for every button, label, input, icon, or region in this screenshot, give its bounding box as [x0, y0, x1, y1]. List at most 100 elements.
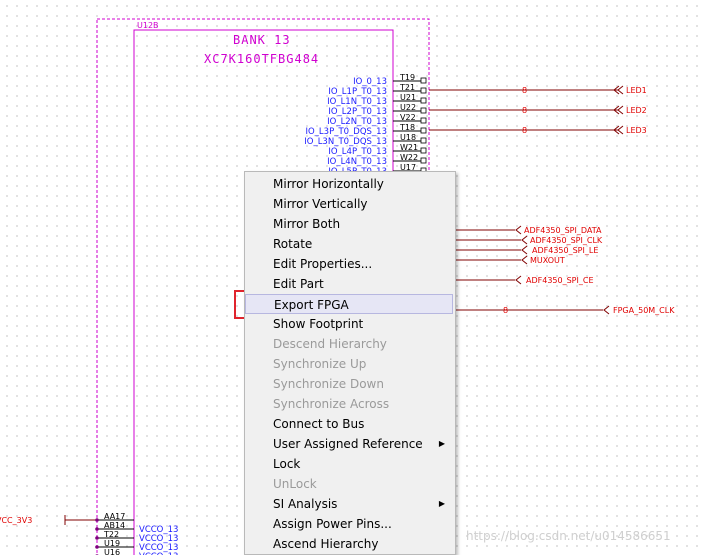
net-label-led2[interactable]: LED2	[626, 106, 647, 115]
pin-name-label: IO_L2P_T0_13	[328, 107, 387, 117]
submenu-arrow-icon: ▶	[438, 439, 445, 448]
menu-item-mirror-vertically[interactable]: Mirror Vertically	[245, 194, 453, 214]
menu-item-lock[interactable]: Lock	[245, 454, 453, 474]
menu-item-label: Synchronize Across	[273, 397, 390, 411]
watermark: https://blog.csdn.net/u014586651	[466, 529, 671, 543]
pin-name-label: IO_L1N_T0_13	[327, 97, 387, 107]
menu-item-label: Rotate	[273, 237, 313, 251]
menu-item-label: Assign Power Pins...	[273, 517, 392, 531]
connector-spi-ce[interactable]	[515, 275, 522, 285]
connector-led2[interactable]	[617, 105, 624, 115]
menu-item-si-analysis[interactable]: SI Analysis▶	[245, 494, 453, 514]
connector-led3[interactable]	[617, 125, 624, 135]
pin-number-label: U17	[400, 163, 416, 172]
net-label-spi-ce[interactable]: ADF4350_SPI_CE	[526, 276, 594, 285]
pin-number-label: W21	[400, 143, 418, 152]
pin-connection-square[interactable]	[420, 87, 427, 94]
pin-connection-square[interactable]	[420, 77, 427, 84]
pin-number-label: U21	[400, 93, 416, 102]
pin-connection-square[interactable]	[420, 97, 427, 104]
menu-item-assign-power-pins[interactable]: Assign Power Pins...	[245, 514, 453, 534]
menu-item-edit-properties[interactable]: Edit Properties...	[245, 254, 453, 274]
menu-item-edit-part[interactable]: Edit Part	[245, 274, 453, 294]
menu-item-ascend-hierarchy[interactable]: Ascend Hierarchy	[245, 534, 453, 554]
net-label-spi-data[interactable]: ADF4350_SPI_DATA	[524, 226, 602, 235]
connector-led1-b	[613, 85, 620, 95]
menu-item-synchronize-across[interactable]: Synchronize Across	[245, 394, 453, 414]
menu-item-label: Edit Part	[273, 277, 324, 291]
connector-fpga-clk[interactable]	[603, 305, 610, 315]
part-number: XC7K160TFBG484	[204, 52, 319, 66]
pin-name-label: IO_L2N_T0_13	[327, 117, 387, 127]
menu-item-mirror-both[interactable]: Mirror Both	[245, 214, 453, 234]
junction-dot	[95, 518, 99, 522]
pin-connection-square[interactable]	[420, 157, 427, 164]
pin-connection-square[interactable]	[420, 147, 427, 154]
menu-item-connect-to-bus[interactable]: Connect to Bus	[245, 414, 453, 434]
connector-spi-clk[interactable]	[521, 235, 528, 245]
pin-number-label: T21	[399, 83, 415, 92]
menu-item-label: SI Analysis	[273, 497, 338, 511]
connector-muxout[interactable]	[521, 255, 528, 265]
bus-width-mark: 8	[522, 86, 527, 95]
pin-name-label: IO_0_13	[353, 77, 387, 87]
pin-name-label: VCCO_13	[139, 525, 178, 535]
menu-item-label: Descend Hierarchy	[273, 337, 387, 351]
part-outline-dashed[interactable]	[96, 18, 430, 555]
net-label-led3[interactable]: LED3	[626, 126, 647, 135]
connector-led3-b	[613, 125, 620, 135]
net-label-fpga-clk[interactable]: FPGA_50M_CLK	[613, 306, 675, 315]
menu-item-label: Edit Properties...	[273, 257, 373, 271]
pin-name-label: VCCO_13	[139, 552, 178, 555]
pin-connection-square[interactable]	[420, 127, 427, 134]
net-label-led1[interactable]: LED1	[626, 86, 647, 95]
pin-number-label: U19	[104, 539, 120, 548]
menu-item-user-assigned-reference[interactable]: User Assigned Reference ▶	[245, 434, 453, 454]
junction-dot	[95, 536, 99, 540]
menu-item-label: Export FPGA	[274, 298, 349, 312]
menu-item-label: Show Footprint	[273, 317, 364, 331]
wire-group	[64, 89, 618, 525]
pin-number-label: V22	[400, 113, 416, 122]
connector-led1[interactable]	[617, 85, 624, 95]
menu-item-mirror-horizontally[interactable]: Mirror Horizontally	[245, 174, 453, 194]
connector-spi-le[interactable]	[521, 245, 528, 255]
pin-number-label: T18	[399, 123, 415, 132]
pin-connection-square[interactable]	[420, 117, 427, 124]
menu-item-synchronize-up[interactable]: Synchronize Up	[245, 354, 453, 374]
menu-item-label: Connect to Bus	[273, 417, 365, 431]
net-label-spi-le[interactable]: ADF4350_SPI_LE	[532, 246, 598, 255]
connector-group	[515, 85, 624, 315]
pin-number-label: W22	[400, 153, 418, 162]
menu-item-export-fpga[interactable]: Export FPGA	[245, 294, 453, 314]
menu-item-label: Synchronize Up	[273, 357, 367, 371]
pin-name-label: VCCO_13	[139, 543, 178, 553]
part-reference: U12B	[137, 21, 159, 30]
bus-width-mark: 8	[522, 126, 527, 135]
pin-number-label: AB14	[104, 521, 125, 530]
menu-item-label: User Assigned Reference	[273, 437, 423, 451]
left-pin-group: AA17AB14VCCO_13T22VCCO_13U19VCCO_13U16VC…	[95, 512, 178, 555]
menu-item-show-footprint[interactable]: Show Footprint	[245, 314, 453, 334]
net-label-spi-clk[interactable]: ADF4350_SPI_CLK	[530, 236, 603, 245]
junction-dot	[95, 527, 99, 531]
menu-item-label: Mirror Both	[273, 217, 341, 231]
pin-name-label: IO_L4P_T0_13	[328, 147, 387, 157]
pin-name-label: IO_L3P_T0_DQS_13	[305, 127, 387, 137]
pin-number-label: U22	[400, 103, 416, 112]
connector-spi-data[interactable]	[515, 225, 522, 235]
net-label-vcc[interactable]: VCC_3V3	[0, 516, 32, 525]
menu-item-synchronize-down[interactable]: Synchronize Down	[245, 374, 453, 394]
menu-item-label: Mirror Horizontally	[273, 177, 384, 191]
bus-width-mark: 8	[522, 106, 527, 115]
connector-led2-b	[613, 105, 620, 115]
pin-connection-square[interactable]	[420, 107, 427, 114]
menu-item-rotate[interactable]: Rotate	[245, 234, 453, 254]
menu-item-unlock[interactable]: UnLock	[245, 474, 453, 494]
menu-item-descend-hierarchy[interactable]: Descend Hierarchy	[245, 334, 453, 354]
net-label-muxout[interactable]: MUXOUT	[530, 256, 565, 265]
menu-item-label: Lock	[273, 457, 301, 471]
pin-connection-square[interactable]	[420, 137, 427, 144]
